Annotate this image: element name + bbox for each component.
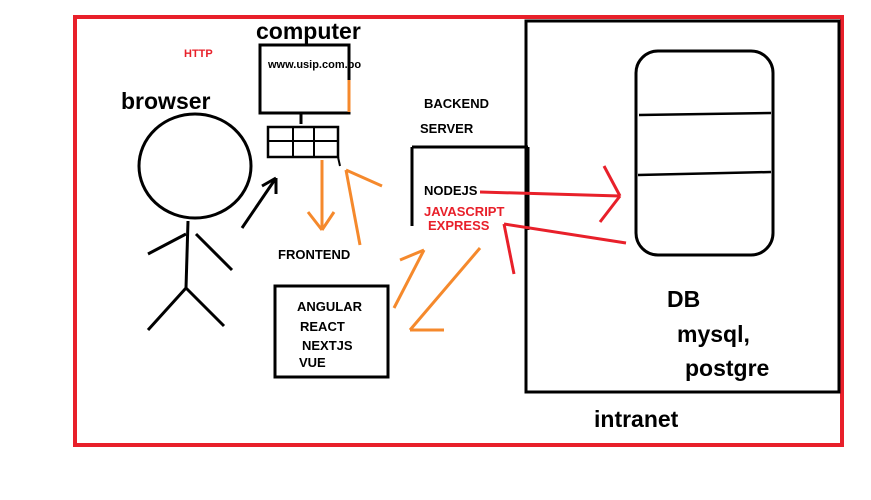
backend-server-box xyxy=(410,145,530,230)
db-engine-postgre: postgre xyxy=(685,355,770,381)
user-to-computer-arrow xyxy=(240,176,278,229)
browser-label: browser xyxy=(121,88,211,114)
backend-to-frontend-arrow xyxy=(408,247,482,332)
keyboard-icon xyxy=(266,125,341,167)
computer-label: computer xyxy=(256,18,361,44)
computer-monitor-icon xyxy=(258,43,351,124)
intranet-boundary xyxy=(73,15,844,447)
http-label: HTTP xyxy=(184,48,213,60)
db-engine-mysql: mysql, xyxy=(677,321,750,347)
intranet-label: intranet xyxy=(594,406,679,432)
database-region xyxy=(524,19,841,394)
framework-react: REACT xyxy=(300,319,345,334)
framework-vue: VUE xyxy=(299,355,326,370)
server-label: SERVER xyxy=(420,121,474,136)
framework-angular: ANGULAR xyxy=(297,299,362,314)
database-cylinder-icon xyxy=(634,49,775,257)
backend-label: BACKEND xyxy=(424,96,489,111)
express-label: EXPRESS xyxy=(428,218,490,233)
db-label: DB xyxy=(667,286,701,312)
frontend-label: FRONTEND xyxy=(278,247,351,262)
db-to-backend-arrow xyxy=(502,222,627,275)
nodejs-label: NODEJS xyxy=(424,183,478,198)
backend-to-db-arrow xyxy=(479,165,622,223)
javascript-label: JAVASCRIPT xyxy=(424,204,505,219)
url-label: www.usip.com.bo xyxy=(268,59,362,71)
frontend-frameworks-box xyxy=(273,284,390,379)
framework-nextjs: NEXTJS xyxy=(302,338,353,353)
frontend-to-backend-arrow xyxy=(392,248,426,309)
stick-figure-icon xyxy=(137,112,253,332)
frontend-to-computer-arrow xyxy=(344,168,383,246)
computer-to-frontend-arrow xyxy=(306,160,336,231)
